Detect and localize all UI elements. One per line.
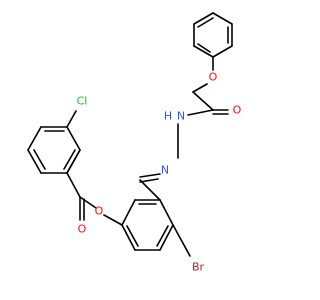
bromine-label: Br (192, 261, 205, 274)
bond (126, 225, 139, 247)
oxygen-ester-ring-label: O (95, 205, 104, 218)
bond (212, 12, 233, 25)
bond (139, 178, 159, 183)
bond (197, 17, 214, 28)
bond (103, 214, 123, 226)
bond (63, 149, 76, 170)
bond (79, 196, 97, 209)
bond (121, 199, 136, 226)
bond (121, 224, 136, 251)
bond (27, 149, 42, 174)
bond (192, 91, 214, 111)
bond (192, 83, 208, 93)
bond (212, 45, 233, 58)
molecule-diagram: O O H N N O O Cl Br (27, 12, 242, 274)
oxygen-amide-label: O (233, 104, 242, 117)
bond (193, 12, 214, 25)
bond (139, 173, 161, 178)
amide-h-label: H (164, 110, 172, 123)
oxygen-ether-label: O (209, 71, 218, 84)
bond (193, 45, 214, 58)
bond (197, 43, 211, 53)
bond (159, 224, 174, 251)
bond (187, 109, 214, 116)
bond (159, 199, 174, 226)
bond (156, 225, 169, 247)
imine-n-label: N (161, 164, 169, 177)
structure-svg: O O H N N O O Cl Br (27, 12, 242, 274)
atom-labels: O O H N N O O Cl Br (77, 71, 242, 274)
bond (66, 172, 81, 198)
chlorine-label: Cl (77, 95, 88, 108)
amide-n-label: N (177, 110, 185, 123)
bond (66, 126, 81, 151)
bond (66, 149, 81, 174)
bond (139, 179, 161, 201)
bond (172, 224, 191, 257)
bond (66, 110, 77, 128)
bonds (27, 12, 233, 257)
oxygen-ester-carbonyl-label: O (78, 223, 87, 236)
bond (33, 149, 46, 170)
bond (27, 126, 42, 151)
